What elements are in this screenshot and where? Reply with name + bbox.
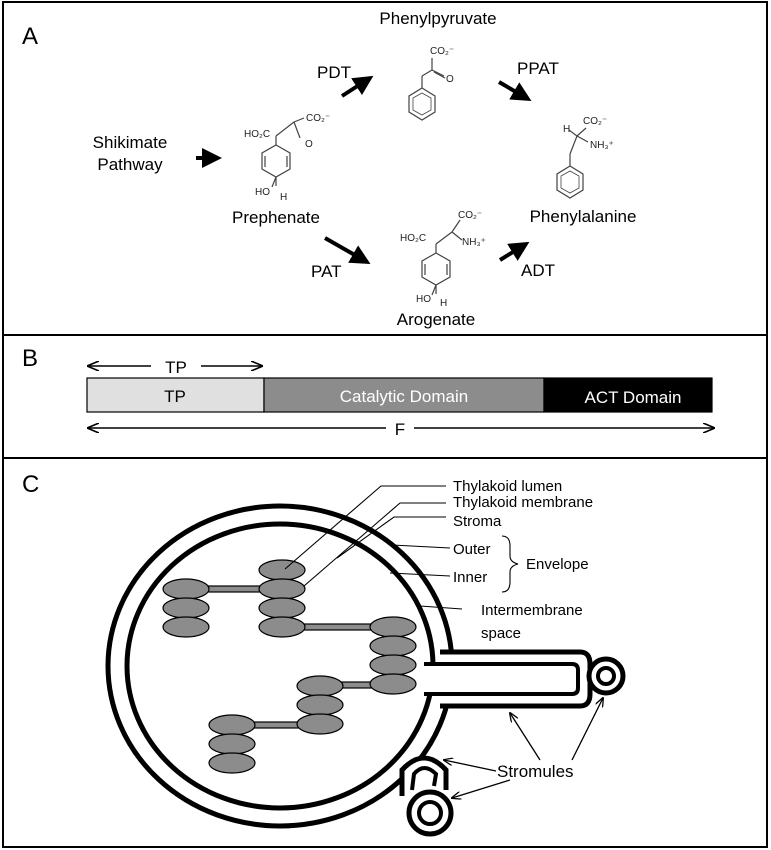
phenylalanine-nh3: NH₃⁺	[590, 140, 614, 151]
outer-label: Outer	[453, 541, 491, 558]
arogenate-label: Arogenate	[397, 310, 475, 329]
arogenate-structure	[421, 219, 463, 296]
domain-bar: TP Catalytic Domain ACT Domain	[86, 377, 713, 413]
phenylpyruvate-label: Phenylpyruvate	[379, 9, 496, 28]
stromule-arrow-bottom	[444, 760, 497, 772]
phenylalanine-structure	[556, 127, 589, 199]
prephenate-ho: HO	[255, 187, 270, 198]
arrow-pat	[324, 236, 371, 264]
shikimate-label-line1: Shikimate	[93, 133, 168, 152]
arogenate-co2: CO₂⁻	[458, 210, 482, 221]
chloroplast	[105, 503, 626, 837]
granum-5	[208, 714, 256, 774]
prephenate-co2: CO₂⁻	[306, 113, 330, 124]
arogenate-ho: HO	[416, 294, 431, 305]
adt-label: ADT	[521, 261, 555, 280]
panel-c-frame	[2, 457, 768, 848]
lamella-4	[251, 721, 305, 729]
stromule-arrow-right	[571, 698, 603, 761]
phenylalanine-co2: CO₂⁻	[583, 116, 607, 127]
arogenate-h: H	[440, 298, 447, 309]
arogenate-nh3: NH₃⁺	[462, 237, 486, 248]
leader-outer	[391, 544, 451, 549]
envelope-label: Envelope	[526, 556, 589, 573]
phenylalanine-label: Phenylalanine	[530, 207, 637, 226]
lamella-2	[302, 623, 376, 631]
phenylpyruvate-co2: CO₂⁻	[430, 46, 454, 57]
prephenate-o: O	[305, 139, 313, 150]
act-domain-label: ACT Domain	[585, 388, 682, 407]
phenylalanine-h: H	[563, 124, 570, 135]
pdt-label: PDT	[317, 63, 351, 82]
thylakoids	[162, 559, 417, 774]
detached-stromule-right-inner	[596, 666, 616, 686]
leader-inner	[389, 572, 451, 577]
shikimate-label-line2: Pathway	[97, 155, 163, 174]
lamella-1	[206, 585, 262, 593]
tp-span-label: TP	[165, 358, 187, 377]
arogenate-ho2c: HO₂C	[400, 233, 426, 244]
tp-domain-label: TP	[164, 387, 186, 406]
phenylpyruvate-o: O	[446, 74, 454, 85]
prephenate-ho2c: HO₂C	[244, 129, 270, 140]
stroma-label: Stroma	[453, 513, 502, 530]
detached-stromule-bottom-inner	[417, 800, 443, 826]
leader-intermembrane	[419, 605, 463, 610]
arrow-pdt	[340, 75, 374, 98]
leader-stroma	[336, 516, 446, 559]
panel-a-letter: A	[22, 23, 38, 50]
leader-lines	[284, 485, 519, 610]
granum-3	[369, 616, 417, 695]
arrow-ppat	[497, 80, 532, 102]
catalytic-domain-label: Catalytic Domain	[340, 387, 469, 406]
stromule-arrows	[444, 698, 603, 798]
arrow-adt	[498, 241, 530, 262]
prephenate-h: H	[280, 192, 287, 203]
intermembrane-label-line1: Intermembrane	[481, 602, 583, 619]
act-domain	[543, 377, 713, 413]
inner-label: Inner	[453, 569, 487, 586]
prephenate-structure	[261, 117, 305, 188]
f-span-label-bg	[386, 416, 414, 438]
panel-b-letter: B	[22, 345, 38, 372]
thylakoid-lumen-label: Thylakoid lumen	[453, 478, 562, 495]
bottom-stromule-inner	[410, 766, 439, 791]
leader-thylakoid-lumen	[284, 485, 446, 570]
granum-4	[296, 675, 344, 735]
panel-c-letter: C	[22, 471, 39, 498]
f-span-label: F	[395, 420, 405, 439]
tp-span-label-bg	[151, 354, 201, 376]
intermembrane-label-line2: space	[481, 625, 521, 642]
ppat-label: PPAT	[517, 59, 559, 78]
pat-label: PAT	[311, 262, 342, 281]
granum-2	[258, 559, 306, 638]
phenylpyruvate-structure	[408, 58, 446, 121]
leader-thylakoid-membrane	[303, 502, 446, 587]
stromule-arrow-main	[510, 713, 541, 761]
prephenate-label: Prephenate	[232, 208, 320, 227]
stromule-arrow-detached	[452, 779, 511, 798]
stromules-label: Stromules	[497, 762, 574, 781]
envelope-brace	[501, 535, 519, 593]
thylakoid-membrane-label: Thylakoid membrane	[453, 494, 593, 511]
main-stromule-inner	[424, 662, 580, 696]
granum-1	[162, 578, 210, 638]
tp-domain	[86, 377, 265, 413]
